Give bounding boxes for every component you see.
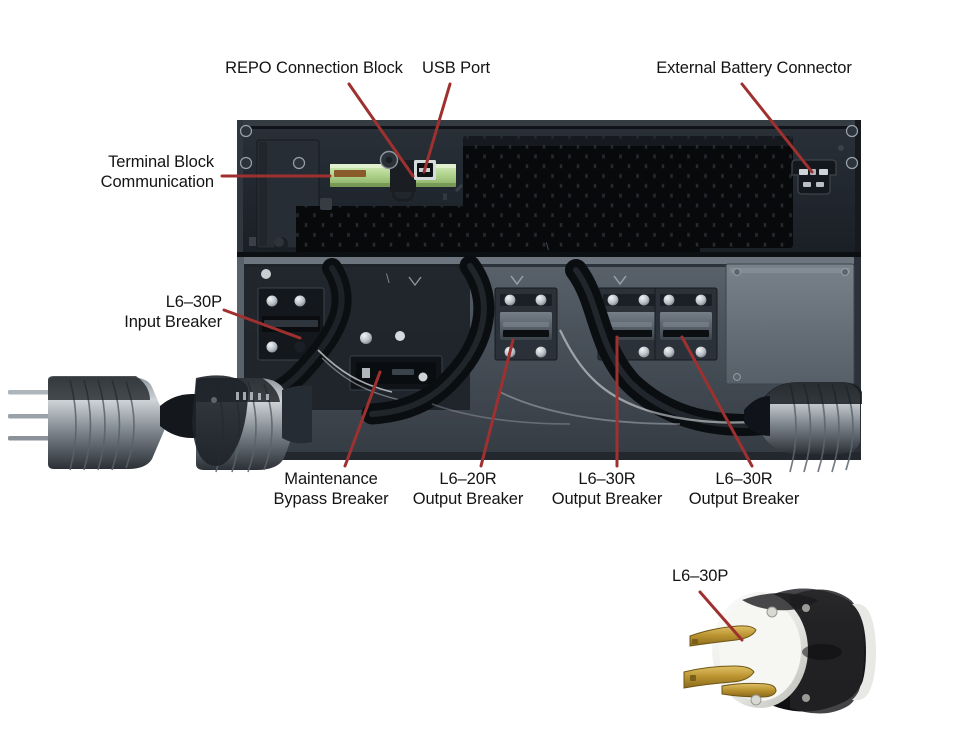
usb-port-connector[interactable] bbox=[414, 160, 436, 180]
svg-text:\: \ bbox=[386, 271, 390, 286]
repo-latch bbox=[379, 150, 399, 170]
panel-screws bbox=[239, 124, 859, 246]
label-l6-20r-output-breaker: L6–20R Output Breaker bbox=[412, 470, 524, 508]
ventilation-grille-lower bbox=[296, 206, 700, 252]
label-external-battery-connector: External Battery Connector bbox=[656, 59, 852, 77]
external-battery-connector-port[interactable] bbox=[791, 159, 837, 195]
label-l6-30p-plug: L6–30P bbox=[672, 567, 729, 585]
label-l6-30r-output-breaker-middle: L6–30R Output Breaker bbox=[551, 470, 663, 508]
l6-30r-output-breaker-module-right[interactable] bbox=[654, 287, 718, 361]
label-l6-30p-input-breaker: L6–30P Input Breaker bbox=[124, 293, 222, 331]
label-terminal-block-communication: Terminal Block Communication bbox=[100, 153, 214, 191]
label-usb-port: USB Port bbox=[422, 59, 490, 77]
svg-text:ll: ll bbox=[443, 192, 447, 202]
right-cover-panel bbox=[725, 263, 855, 385]
left-input-plug-assembly bbox=[8, 375, 312, 473]
plug-prongs bbox=[8, 390, 56, 441]
l6-30p-twistlock-plug bbox=[683, 588, 876, 714]
label-repo-connection-block: REPO Connection Block bbox=[225, 59, 403, 77]
label-l6-30r-output-breaker-right: L6–30R Output Breaker bbox=[688, 470, 800, 508]
l6-20r-output-breaker-module[interactable] bbox=[494, 275, 558, 361]
label-maintenance-bypass-breaker: Maintenance Bypass Breaker bbox=[273, 470, 389, 508]
upper-chassis-panel: ll \ bbox=[237, 120, 861, 257]
svg-text:\: \ bbox=[546, 242, 549, 253]
